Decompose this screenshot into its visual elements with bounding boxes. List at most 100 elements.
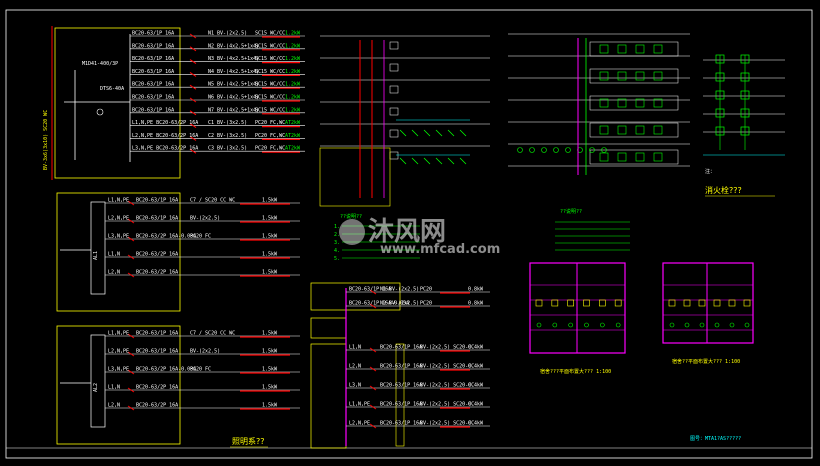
panel-1-side-label: BV-3x6(3x10) SC20 WC <box>43 110 49 170</box>
panel-1-conduit: PC20 FC,WC <box>255 133 285 139</box>
panel-1-cable: N2 BV-(4x2.5+1x4) <box>208 43 259 49</box>
panel-1-cable: N4 BV-(4x2.5+1x4) <box>208 69 259 75</box>
center-note: 3. <box>334 240 340 246</box>
sub-panel-phase: L1,N <box>108 252 120 258</box>
fire-hydrant-label: 消火栓??? <box>705 185 742 195</box>
panel-4-col3: BV-(2x2.5) SC20-CC <box>420 383 474 389</box>
right-notes-title: ??说明?? <box>560 208 582 215</box>
panel-1-breaker: L1,N,PE BC20-63/2P 16A <box>132 120 198 126</box>
sub-panel-breaker: BC20-63/1P 16A <box>136 349 178 355</box>
sub-panel-cable: PC20 FC <box>190 234 211 240</box>
panel-4-col4: 0.4kW <box>468 345 484 351</box>
panel-1-conduit: SC15 WC/CC <box>255 69 285 75</box>
floor-plan-right: 宿舍??平面布置大??? 1:100 <box>662 262 754 365</box>
sub-panel-load: 1.5kW <box>262 234 278 240</box>
sub-panel-phase: L2,N,PE <box>108 349 129 355</box>
panel-3-box-label: AL2 <box>93 383 99 392</box>
panel-4-col4: 0.8kW <box>468 301 484 307</box>
panel-1-load: 1.2kW <box>285 95 301 101</box>
panel-1-breaker: BC20-63/1P 16A <box>132 31 174 37</box>
panel-1-cable: C1 BV-(3x2.5) <box>208 120 247 126</box>
panel-1-cable: N7 BV-(4x2.5+1x4) <box>208 107 259 113</box>
riser-diagram-right: ??说明?? <box>508 33 690 251</box>
panel-1-cable: N1 BV-(2x2.5) <box>208 31 247 37</box>
panel-1-load: AT2kW <box>285 120 301 126</box>
sub-panel-breaker: BC20-63/2P 16A <box>136 252 178 258</box>
panel-1-load: 1.2kW <box>285 43 301 49</box>
panel-4-col1: L3,N <box>349 383 361 389</box>
sub-panel-phase: L1,N,PE <box>108 198 129 204</box>
sub-panel-load: 1.5kW <box>262 270 278 276</box>
center-note: 5. <box>334 256 340 262</box>
sub-panel-cable: BV-(2x2.5) <box>190 216 220 222</box>
floor-plan-left: 宿舍???平面布置大??? 1:100 <box>529 262 626 375</box>
plan-left-title: 宿舍???平面布置大??? 1:100 <box>540 368 611 375</box>
panel-4-col1: L1,N,PE <box>349 402 370 408</box>
sub-panel-load: 1.5kW <box>262 403 278 409</box>
sub-panel-load: 1.5kW <box>262 331 278 337</box>
sub-panel-load: 1.5kW <box>262 349 278 355</box>
panel-1-load: 1.2kW <box>285 56 301 62</box>
panel-4-col1: L2,N <box>349 364 361 370</box>
footnote: 注： <box>705 168 715 175</box>
watermark-logo-icon <box>339 219 365 245</box>
panel-1-breaker: L2,N,PE BC20-63/2P 16A <box>132 133 198 139</box>
fire-hydrant-riser: 注： 消火栓??? <box>703 54 785 197</box>
riser-diagram-center: ??说明?? 1.2.3.4.5. <box>319 35 490 262</box>
plan-right-title: 宿舍??平面布置大??? 1:100 <box>672 358 740 365</box>
panel-1-load: AT2kW <box>285 133 301 139</box>
panel-4-col4: 0.4kW <box>468 383 484 389</box>
sub-panel-breaker: BC20-63/1P 16A <box>136 198 178 204</box>
sub-panel-phase: L3,N,PE <box>108 367 129 373</box>
bottom-title: 照明系?? <box>232 436 265 446</box>
panel-1-load: 1.2kW <box>285 82 301 88</box>
panel-1-breaker: BC20-63/1P 16A <box>132 107 174 113</box>
panel-4-col3: BV-(2x2.5) SC20-CC <box>420 364 474 370</box>
sub-panel-load: 1.5kW <box>262 367 278 373</box>
panel-1-breaker: L3,N,PE BC20-63/2P 16A <box>132 146 198 152</box>
panel-1-conduit: SC15 WC/CC <box>255 95 285 101</box>
panel-1-box <box>54 27 181 179</box>
drawing-stamp: 图号：MTA1?AS????? <box>690 436 741 442</box>
panel-4-col2: BC20-63/1P 16A <box>380 345 422 351</box>
panel-1-conduit: SC15 WC/CC <box>255 43 285 49</box>
panel-1-cable: N5 BV-(4x2.5+1x4) <box>208 82 259 88</box>
panel-4-col2: BC20-63/1P 16A <box>380 402 422 408</box>
sub-panel-breaker: BC20-63/1P 16A <box>136 216 178 222</box>
panel-1-meter: DTS6-40A <box>100 86 124 92</box>
panel-1-breaker: BC20-63/1P 16A <box>132 82 174 88</box>
panel-4-col2: N1 BV-(2x2.5) <box>380 287 419 293</box>
sub-panel-phase: L2,N <box>108 403 120 409</box>
panel-1-load: 1.2kW <box>285 31 301 37</box>
sub-panel-phase: L2,N,PE <box>108 216 129 222</box>
panel-4-col3: BV-(2x2.5) SC20-CC <box>420 402 474 408</box>
watermark: 沐风网 www.mfcad.com <box>339 217 500 257</box>
center-notes-title: ??说明?? <box>340 213 362 220</box>
panel-1-conduit: PC20 FC,WC <box>255 146 285 152</box>
panel-1-main-breaker: M1D41-400/3P <box>82 61 118 67</box>
panel-1: BV-3x6(3x10) SC20 WC M1D41-400/3P DTS6-4… <box>43 26 305 180</box>
panel-1-load: 1.2kW <box>285 69 301 75</box>
panel-1-breaker: BC20-63/1P 16A <box>132 95 174 101</box>
watermark-title: 沐风网 <box>368 217 446 247</box>
watermark-url: www.mfcad.com <box>380 242 500 257</box>
panel-1-conduit: SC15 WC/CC <box>255 82 285 88</box>
panel-1-breaker: BC20-63/1P 16A <box>132 69 174 75</box>
panel-1-conduit: SC15 WC/CC <box>255 31 285 37</box>
drawing-frame <box>5 9 813 459</box>
panel-4-col3: BV-(2x2.5) SC20-CC <box>420 421 474 427</box>
center-note: 2. <box>334 232 340 238</box>
sub-panel-cable: C7 / SC20 CC WC <box>190 198 235 204</box>
panel-4-col3: PC20 <box>420 287 432 293</box>
panel-1-cable: N6 BV-(4x2.5+1x4) <box>208 95 259 101</box>
sub-panel-phase: L1,N <box>108 385 120 391</box>
sub-panel-phase: L3,N,PE <box>108 234 129 240</box>
sub-panel-breaker: BC20-63/2P 16A <box>136 385 178 391</box>
panel-1-breaker: BC20-63/1P 16A <box>132 56 174 62</box>
panel-4-col4: 0.8kW <box>468 287 484 293</box>
sub-panel-cable: PC20 FC <box>190 367 211 373</box>
center-note: 1. <box>334 224 340 230</box>
panel-1-conduit: PC20 FC,WC <box>255 120 285 126</box>
